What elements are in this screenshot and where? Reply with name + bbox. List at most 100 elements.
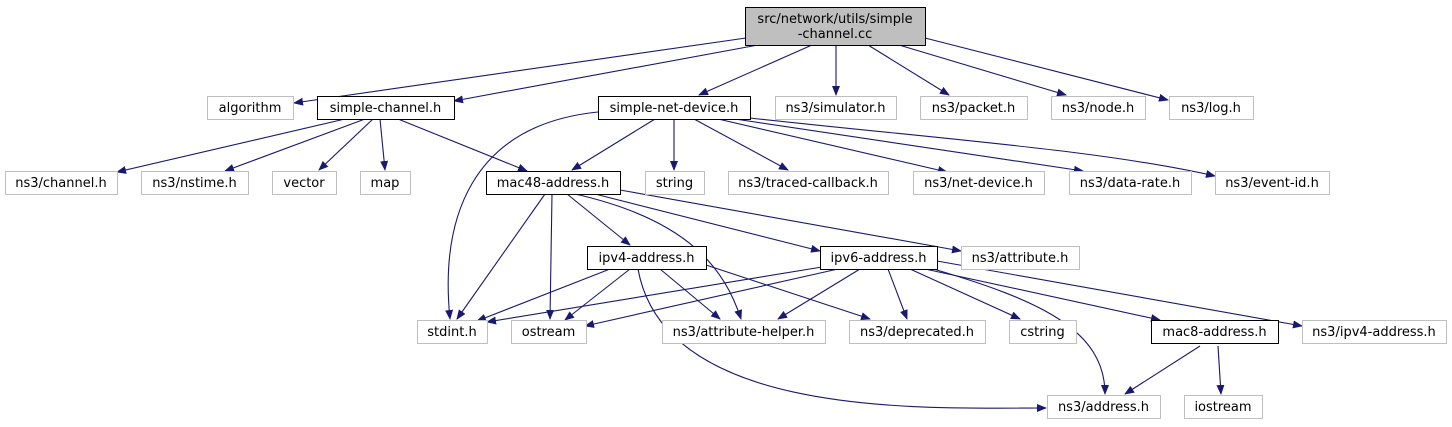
node-box: [511, 320, 587, 344]
edge-ipv4-address-h-to-stdint-h: [476, 268, 611, 322]
node-label: cstring: [1020, 325, 1064, 340]
edge-simple-channel-h-to-map: [379, 118, 389, 171]
node-algorithm: algorithm: [207, 96, 294, 120]
node-box: [728, 171, 889, 195]
node-box: [849, 320, 986, 344]
node-ipv6-address-h[interactable]: ipv6-address.h: [820, 246, 938, 270]
node-box: [587, 246, 707, 270]
node-label: ns3/nstime.h: [152, 176, 236, 191]
edge-ipv6-address-h-to-ns3-address-h: [929, 267, 1109, 395]
node-ostream: ostream: [511, 320, 587, 344]
node-label: iostream: [1194, 400, 1251, 415]
node-box: [1302, 320, 1447, 344]
node-label: string: [656, 176, 693, 191]
node-ns3-ipv4-address-h: ns3/ipv4-address.h: [1302, 320, 1447, 344]
node-label: vector: [283, 176, 325, 191]
node-label: ipv4-address.h: [599, 251, 695, 266]
edge-mac8-address-h-to-iostream: [1216, 345, 1225, 395]
edge-ipv4-address-h-to-ns3-attribute-helper-h: [659, 268, 721, 320]
edge-simple-net-device-h-to-mac48-address-h: [571, 118, 656, 171]
edge-mac48-address-h-to-stdint-h: [456, 193, 546, 320]
node-root[interactable]: src/network/utils/simple-channel.cc: [745, 7, 926, 46]
node-label: ns3/log.h: [1181, 101, 1241, 116]
node-label: mac48-address.h: [497, 176, 609, 191]
edge-simple-net-device-h-to-ns3-data-rate-h: [734, 118, 1084, 174]
node-box: [5, 171, 118, 195]
node-label: ns3/packet.h: [932, 101, 1016, 116]
edge-root-to-algorithm: [293, 37, 747, 106]
node-box: [1009, 320, 1077, 344]
node-label: ns3/data-rate.h: [1080, 176, 1180, 191]
node-box: [662, 320, 826, 344]
edge-ipv6-address-h-to-cstring: [909, 268, 1021, 320]
edge-root-to-ns3-node-h: [898, 44, 1067, 97]
node-simple-channel-h[interactable]: simple-channel.h: [317, 96, 455, 120]
node-mac8-address-h[interactable]: mac8-address.h: [1151, 320, 1279, 344]
node-simple-net-device-h[interactable]: simple-net-device.h: [598, 96, 751, 120]
node-ns3-nstime-h: ns3/nstime.h: [141, 171, 249, 195]
node-box: [1047, 395, 1161, 419]
node-ns3-node-h: ns3/node.h: [1051, 96, 1146, 120]
node-box: [961, 246, 1080, 270]
node-ns3-attribute-helper-h: ns3/attribute-helper.h: [662, 320, 826, 344]
edge-simple-net-device-h-to-ns3-net-device-h: [717, 118, 948, 174]
node-ns3-traced-callback-h: ns3/traced-callback.h: [728, 171, 889, 195]
node-label: ns3/ipv4-address.h: [1312, 325, 1436, 340]
node-ns3-data-rate-h: ns3/data-rate.h: [1069, 171, 1192, 195]
node-map: map: [360, 171, 411, 195]
node-box: [486, 171, 621, 195]
node-label: ns3/address.h: [1058, 400, 1149, 415]
edge-ipv6-address-h-to-stdint-h: [486, 266, 823, 325]
node-ns3-address-h: ns3/address.h: [1047, 395, 1161, 419]
node-label: ns3/channel.h: [15, 176, 106, 191]
edge-ipv4-address-h-to-ns3-deprecated-h: [705, 264, 871, 320]
node-label: ostream: [522, 325, 576, 340]
node-label: ns3/event-id.h: [1225, 176, 1319, 191]
node-box: [1184, 395, 1263, 419]
node-label: src/network/utils/simple: [757, 12, 912, 27]
node-box: [598, 96, 751, 120]
edge-mac48-address-h-to-ipv4-address-h: [566, 193, 631, 246]
node-ns3-attribute-h: ns3/attribute.h: [961, 246, 1080, 270]
node-label: map: [371, 176, 400, 191]
edge-mac48-address-h-to-ns3-attribute-h: [619, 189, 962, 254]
edge-ipv6-address-h-to-ns3-ipv4-address-h: [936, 260, 1303, 329]
node-vector: vector: [272, 171, 337, 195]
edge-ipv6-address-h-to-ns3-attribute-helper-h: [777, 268, 861, 320]
node-ns3-simulator-h: ns3/simulator.h: [775, 96, 897, 120]
node-ns3-deprecated-h: ns3/deprecated.h: [849, 320, 986, 344]
edge-mac48-address-h-to-ostream: [546, 193, 555, 320]
edge-mac8-address-h-to-ns3-address-h: [1124, 345, 1201, 395]
node-label: ns3/node.h: [1062, 101, 1134, 116]
node-ipv4-address-h[interactable]: ipv4-address.h: [587, 246, 707, 270]
node-label: ns3/simulator.h: [785, 101, 885, 116]
node-label: simple-channel.h: [330, 101, 441, 116]
node-box: [317, 96, 455, 120]
node-label: simple-net-device.h: [610, 101, 739, 116]
edge-root-to-simple-channel-h: [453, 44, 759, 104]
node-ns3-channel-h: ns3/channel.h: [5, 171, 118, 195]
node-label: algorithm: [219, 101, 282, 116]
edge-ipv6-address-h-to-mac8-address-h: [924, 268, 1161, 323]
node-iostream: iostream: [1184, 395, 1263, 419]
node-mac48-address-h[interactable]: mac48-address.h: [486, 171, 621, 195]
node-box: [1169, 96, 1254, 120]
node-box: [417, 320, 488, 344]
edge-ipv4-address-h-to-ostream: [564, 268, 631, 321]
node-stdint-h: stdint.h: [417, 320, 488, 344]
edge-simple-channel-h-to-ns3-channel-h: [116, 118, 346, 174]
node-label: -channel.cc: [798, 27, 873, 42]
node-box: [1069, 171, 1192, 195]
node-box: [745, 7, 926, 46]
node-label: ns3/attribute-helper.h: [673, 325, 815, 340]
node-box: [1151, 320, 1279, 344]
node-label: ns3/deprecated.h: [860, 325, 974, 340]
edge-root-to-ns3-packet-h: [867, 44, 950, 96]
node-label: mac8-address.h: [1162, 325, 1266, 340]
node-ns3-event-id-h: ns3/event-id.h: [1215, 171, 1330, 195]
node-box: [1215, 171, 1330, 195]
node-box: [1051, 96, 1146, 120]
node-box: [207, 96, 294, 120]
